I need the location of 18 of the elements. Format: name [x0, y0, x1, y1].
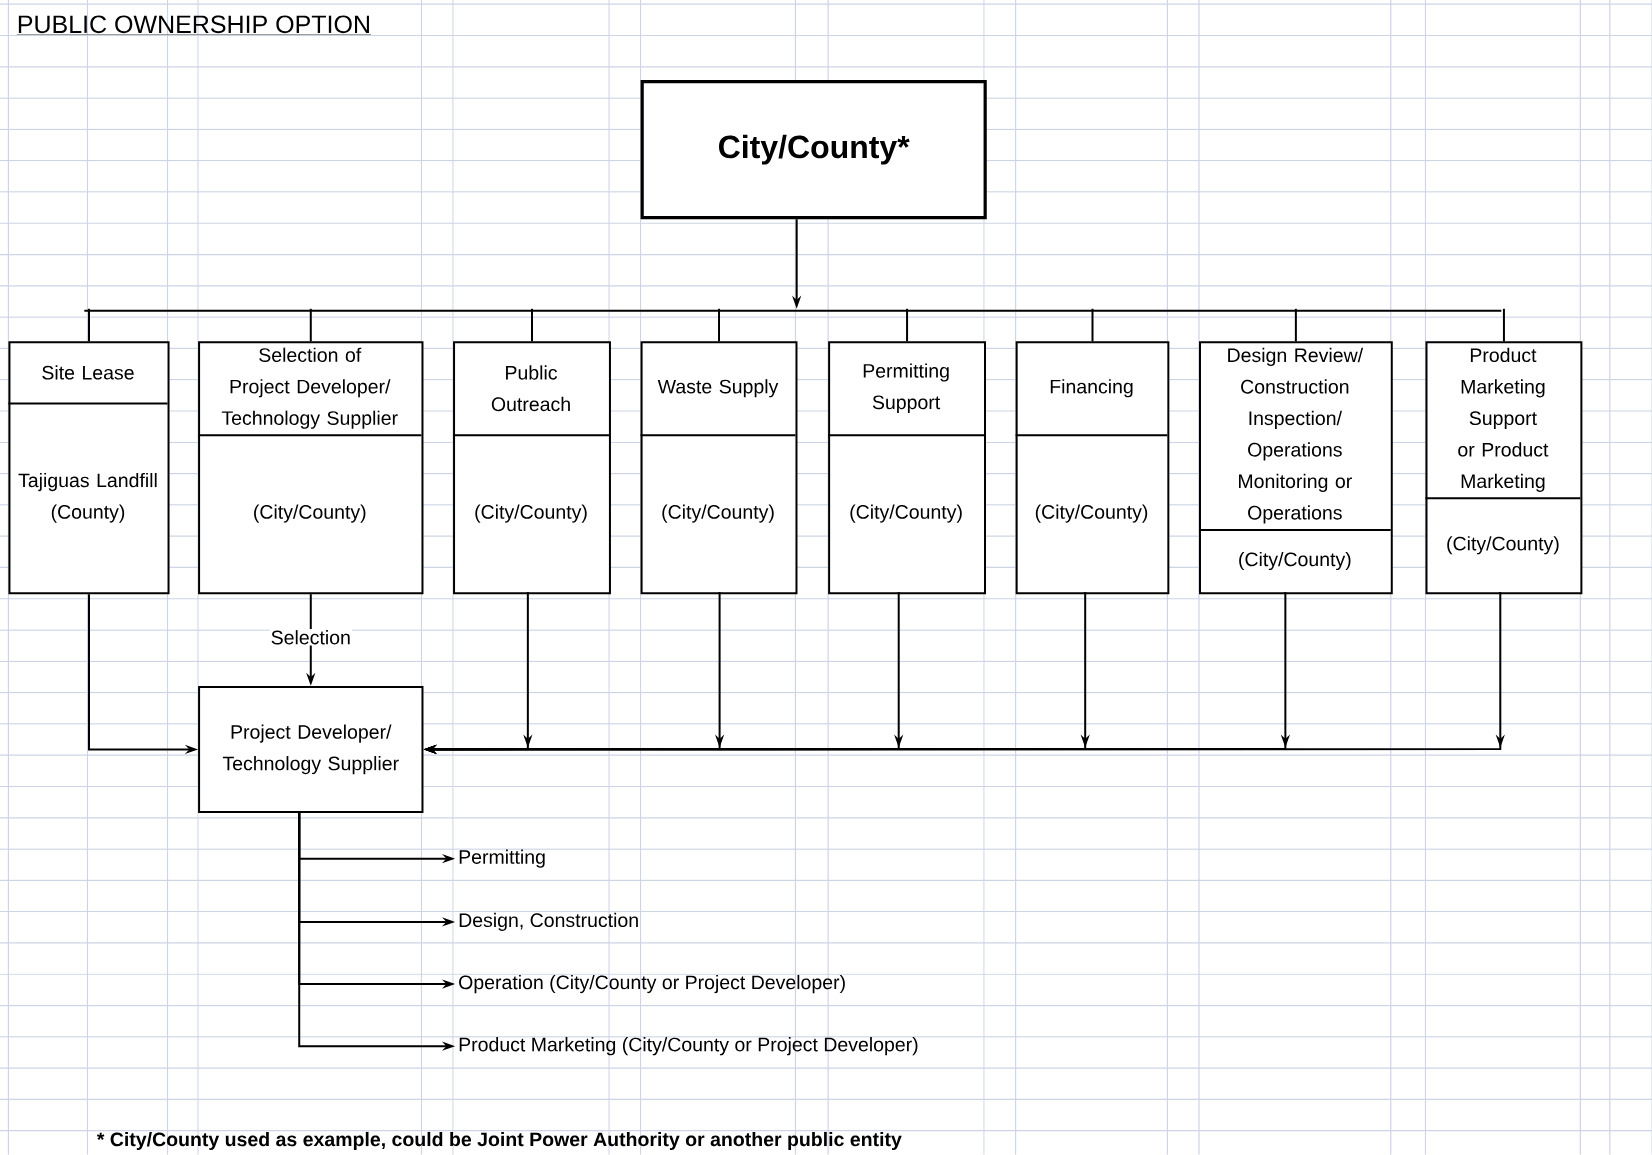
task-label: Product Marketing (City/County or Project Developer)	[459, 1037, 918, 1056]
title: PUBLIC OWNERSHIP OPTION	[16, 15, 372, 35]
process-box: Project Developer/ Technology Supplier	[198, 686, 424, 813]
footnote: * City/County used as example, could be Joint Power Authority or another public entity	[96, 1132, 902, 1151]
process-box: Financing (City/County)	[1014, 341, 1170, 595]
process-box: Waste Supply (City/County)	[639, 341, 798, 595]
task-label: Operation (City/County or Project Developer)	[459, 975, 845, 994]
process-box: Selection of Project Developer/ Technology Supplier (City/County)	[197, 341, 424, 595]
task-label: Permitting	[459, 849, 545, 868]
bus-line	[84, 309, 1502, 312]
process-box: Permitting Support (City/County)	[827, 341, 986, 595]
process-box: Site Lease Tajiguas Landfill (County)	[7, 341, 170, 595]
task-label: Design, Construction	[459, 912, 638, 932]
edge-label: Selection	[271, 630, 350, 645]
entity-box: City/County*	[640, 80, 987, 220]
process-box: Product Marketing Support or Product Marketing (City/County)	[1424, 341, 1583, 595]
process-box: Design Review/ Construction Inspection/ Operations Monitoring or Operations (City/County)	[1198, 341, 1393, 595]
process-box: Public Outreach (City/County)	[452, 341, 611, 595]
